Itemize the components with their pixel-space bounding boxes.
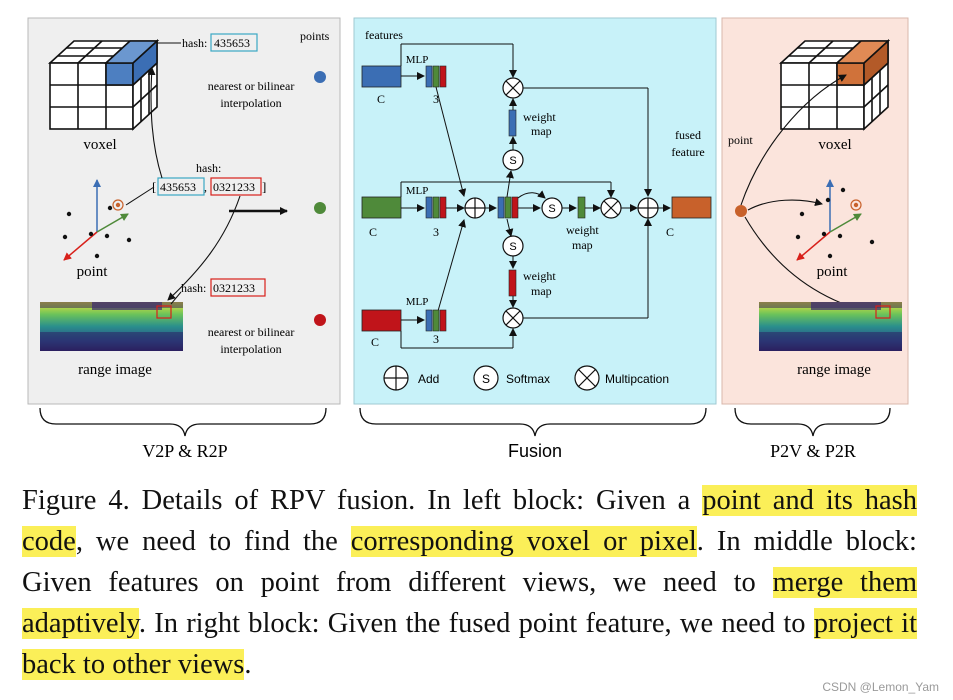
brace-right bbox=[734, 407, 891, 437]
brace-label-middle: Fusion bbox=[508, 441, 562, 461]
three-label-1: 3 bbox=[433, 92, 439, 106]
three-label-2: 3 bbox=[433, 225, 439, 239]
weight-map-green bbox=[577, 196, 586, 219]
voxel-label-right: voxel bbox=[818, 137, 851, 153]
right-block: voxel point point ra bbox=[721, 17, 909, 405]
voxel-cube-left bbox=[47, 39, 160, 131]
feature-red bbox=[361, 309, 402, 332]
hash-bot-box bbox=[210, 278, 266, 297]
softmax-symbol-mid: S bbox=[548, 203, 555, 215]
fused-point bbox=[735, 205, 747, 217]
weight-map-top-2: map bbox=[531, 124, 552, 138]
feature-blue bbox=[361, 65, 402, 88]
weight-map-blue bbox=[508, 109, 517, 137]
hash-mid-open: [ bbox=[152, 179, 156, 194]
three-label-3: 3 bbox=[433, 332, 439, 346]
brace-left bbox=[39, 407, 327, 437]
hash-bot-label: hash: bbox=[181, 281, 206, 295]
point-to-voxel-arrow bbox=[740, 74, 847, 206]
range-image-label-left: range image bbox=[78, 362, 152, 378]
weight-map-bot-2: map bbox=[531, 284, 552, 298]
caption-part-5: . bbox=[244, 649, 252, 680]
caption-part-4: . In right block: Given the fused point … bbox=[138, 608, 814, 639]
hash-mid-label: hash: bbox=[196, 161, 221, 175]
watermark: CSDN @Lemon_Yam bbox=[822, 680, 939, 694]
hash-top-label: hash: bbox=[182, 36, 207, 50]
weight-map-bot-1: weight bbox=[523, 269, 556, 283]
weight-map-red bbox=[508, 269, 517, 297]
hash-mid-box-a bbox=[157, 177, 205, 196]
legend-softmax-label: Softmax bbox=[506, 372, 550, 386]
interp-bot-line2: interpolation bbox=[220, 342, 281, 356]
hash-top-code: 435653 bbox=[214, 36, 250, 50]
brace-middle bbox=[359, 407, 707, 437]
feature-green bbox=[361, 196, 402, 219]
hash-bot-leader bbox=[170, 291, 182, 305]
hash-mid-box-b bbox=[210, 177, 262, 196]
hash-bot-code: 0321233 bbox=[213, 281, 255, 295]
weight-map-mid-2: map bbox=[572, 238, 593, 252]
brace-label-left: V2P & R2P bbox=[142, 441, 227, 461]
weight-bar-fused bbox=[497, 196, 519, 219]
point-label-left: point bbox=[77, 264, 109, 280]
legend-softmax-symbol: S bbox=[482, 372, 490, 386]
c-label-1: C bbox=[377, 92, 385, 106]
caption-part-3: . In middle block: Given features on poi… bbox=[22, 526, 917, 598]
weight-bar-2 bbox=[425, 196, 447, 219]
green-point bbox=[314, 202, 326, 214]
hash-to-voxel-arrow bbox=[147, 67, 163, 179]
red-point bbox=[314, 314, 326, 326]
voxel-label: voxel bbox=[83, 137, 116, 153]
hash-mid-code-a: 435653 bbox=[160, 180, 196, 194]
points-label: points bbox=[300, 29, 330, 43]
legend: Add S Softmax Multipcation bbox=[383, 365, 669, 391]
weight-map-mid-1: weight bbox=[566, 223, 599, 237]
weight-map-top-1: weight bbox=[523, 110, 556, 124]
weight-bar-1 bbox=[425, 65, 447, 88]
weight-bar-3 bbox=[425, 309, 447, 332]
point-label-right-top: point bbox=[728, 133, 753, 147]
hash-mid-close: ] bbox=[262, 179, 266, 194]
fused-feature bbox=[671, 196, 712, 219]
range-image-right bbox=[759, 302, 902, 351]
range-image-label-right: range image bbox=[797, 362, 871, 378]
mlp-label-1: MLP bbox=[406, 54, 429, 66]
hash-mid-code-b: 0321233 bbox=[213, 180, 255, 194]
point-cloud-right bbox=[795, 179, 875, 261]
blue-point bbox=[314, 71, 326, 83]
features-label: features bbox=[365, 28, 403, 42]
fused-label-2: feature bbox=[671, 145, 704, 159]
c-label-out: C bbox=[666, 225, 674, 239]
c-label-3: C bbox=[371, 335, 379, 349]
legend-softmax-icon bbox=[473, 365, 499, 391]
point-to-cloud-arrow bbox=[747, 198, 823, 211]
rpv-fusion-figure: voxel hash: 435653 points nearest or bil… bbox=[27, 17, 909, 461]
caption-highlight-2: corresponding voxel or pixel bbox=[350, 526, 697, 557]
point-cloud-left bbox=[62, 179, 132, 261]
interp-top-line2: interpolation bbox=[220, 96, 281, 110]
mlp-label-3: MLP bbox=[406, 296, 429, 308]
c-label-2: C bbox=[369, 225, 377, 239]
softmax-symbol-top: S bbox=[509, 155, 516, 167]
brace-label-right: P2V & P2R bbox=[770, 441, 856, 461]
interp-top-line1: nearest or bilinear bbox=[208, 79, 295, 93]
middle-block: features C MLP 3 weight map S C MLP bbox=[353, 17, 717, 405]
mlp-label-2: MLP bbox=[406, 185, 429, 197]
point-label-right: point bbox=[817, 264, 849, 280]
figure-caption: Figure 4. Details of RPV fusion. In left… bbox=[22, 480, 918, 685]
interp-bot-line1: nearest or bilinear bbox=[208, 325, 295, 339]
left-block: voxel hash: 435653 points nearest or bil… bbox=[27, 17, 341, 405]
point-to-hash-leader bbox=[125, 186, 155, 206]
caption-part-2: , we need to find the bbox=[75, 526, 351, 557]
legend-add-label: Add bbox=[418, 372, 439, 386]
legend-mult-label: Multipcation bbox=[605, 372, 669, 386]
hash-top-box bbox=[210, 33, 258, 52]
hash-mid-comma: , bbox=[204, 180, 207, 194]
voxel-cube-right bbox=[778, 39, 891, 131]
caption-part-1: Figure 4. Details of RPV fusion. In left… bbox=[22, 485, 703, 516]
range-image-left bbox=[40, 302, 183, 351]
fused-label-1: fused bbox=[675, 128, 701, 142]
softmax-symbol-bot: S bbox=[509, 241, 516, 253]
